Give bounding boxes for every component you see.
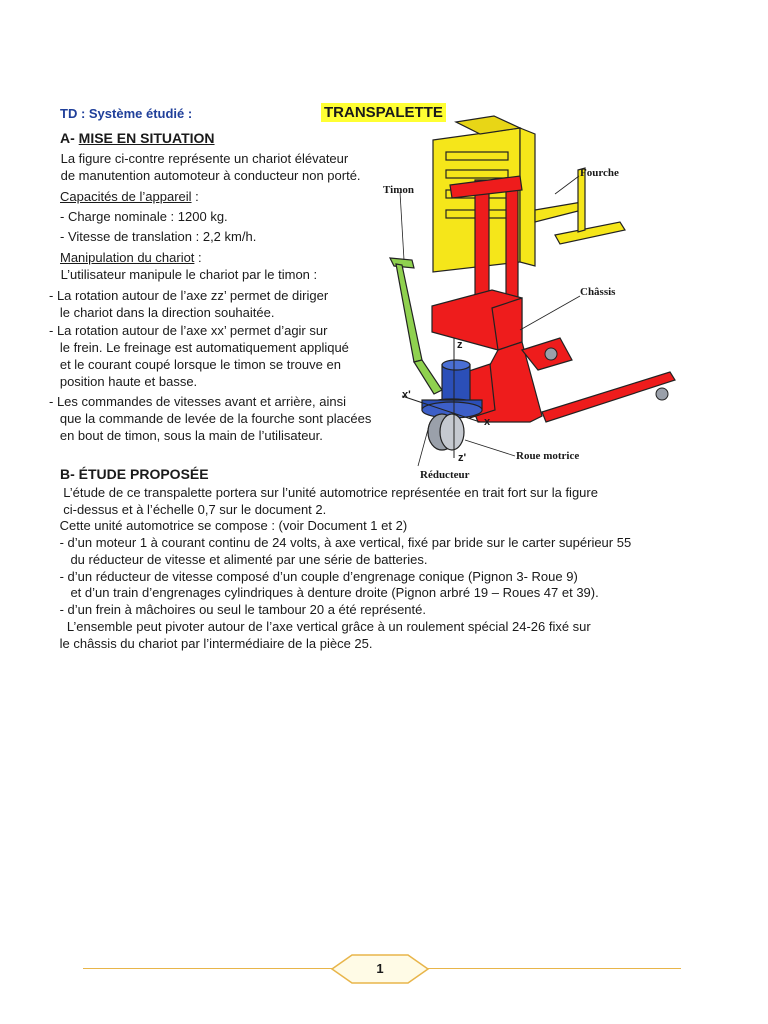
manip-line: que la commande de levée de la fourche s… <box>49 411 372 426</box>
manip-line: le frein. Le freinage est automatiquemen… <box>49 340 349 355</box>
manip-line: - Les commandes de vitesses avant et arr… <box>49 394 346 409</box>
capacites-suffix: : <box>191 189 199 204</box>
section-b-heading: B- ÉTUDE PROPOSÉE <box>60 466 209 482</box>
manip-line: et le courant coupé lorsque le timon se … <box>49 357 341 372</box>
page-title: TRANSPALETTE <box>321 103 446 122</box>
manip-heading: Manipulation du chariot : <box>60 249 202 266</box>
td-label: TD : Système étudié : <box>60 106 193 121</box>
manip-suffix: : <box>194 250 202 265</box>
capacite-vitesse: - Vitesse de translation : 2,2 km/h. <box>60 229 257 244</box>
section-b-line: du réducteur de vitesse et alimenté par … <box>56 552 428 567</box>
label-chassis: Châssis <box>580 286 616 298</box>
section-b-line: - d’un moteur 1 à courant continu de 24 … <box>56 535 632 550</box>
roue-motrice <box>427 413 465 451</box>
label-fourche: Fourche <box>580 167 619 179</box>
diamond-icon <box>330 954 430 984</box>
label-axis-x: x <box>484 416 491 428</box>
label-axis-z: z <box>457 339 463 351</box>
rear-wheel-2 <box>655 387 669 401</box>
label-timon: Timon <box>383 184 414 196</box>
section-b-line: ci-dessus et à l’échelle 0,7 sur le docu… <box>56 502 327 517</box>
page-number: 1 <box>376 961 384 976</box>
capacites-title: Capacités de l’appareil <box>60 189 192 204</box>
label-axis-z-prime: z' <box>458 452 467 464</box>
axis-x <box>401 395 481 423</box>
manip-line: position haute et basse. <box>49 374 198 389</box>
label-roue-motrice: Roue motrice <box>516 450 580 462</box>
chassis <box>431 175 676 423</box>
manip-title: Manipulation du chariot <box>60 250 195 265</box>
leader-chassis <box>519 295 581 331</box>
manip-line: en bout de timon, sous la main de l’util… <box>49 428 323 443</box>
leader-reducteur <box>417 421 431 467</box>
manip-line: - La rotation autour de l’axe xx’ permet… <box>49 323 328 338</box>
leader-fourche <box>554 175 580 195</box>
capacite-charge: - Charge nominale : 1200 kg. <box>60 209 228 224</box>
section-b-line: Cette unité automotrice se compose : (vo… <box>56 518 408 533</box>
intro-line-2: de manutention automoteur à conducteur n… <box>57 168 361 183</box>
manip-line: L’utilisateur manipule le chariot par le… <box>57 267 318 282</box>
page-number-badge: 1 <box>330 953 430 985</box>
section-b-line: et d’un train d’engrenages cylindriques … <box>56 585 599 600</box>
leader-timon <box>399 191 405 261</box>
section-b-line: - d’un frein à mâchoires ou seul le tamb… <box>56 602 426 617</box>
section-a-title: MISE EN SITUATION <box>78 130 215 146</box>
section-b-line: L’ensemble peut pivoter autour de l’axe … <box>56 619 591 634</box>
section-a-prefix: A- <box>60 130 79 146</box>
rear-wheel-1 <box>544 347 558 361</box>
section-b-line: le châssis du chariot par l’intermédiair… <box>56 636 373 651</box>
transpalette-figure <box>388 115 676 467</box>
capacites-heading: Capacités de l’appareil : <box>60 188 199 205</box>
timon <box>388 257 443 395</box>
manip-line: - La rotation autour de l’axe zz’ permet… <box>49 288 329 303</box>
section-b-line: - d’un réducteur de vitesse composé d’un… <box>56 569 578 584</box>
section-a-heading: A- MISE EN SITUATION <box>60 130 215 146</box>
leader-roue <box>464 439 516 457</box>
moteur <box>421 359 483 419</box>
intro-line-1: La figure ci-contre représente un chario… <box>57 151 349 166</box>
label-axis-x-prime: x' <box>402 389 411 401</box>
label-reducteur: Réducteur <box>420 469 470 481</box>
section-b-line: L’étude de ce transpalette portera sur l… <box>56 485 598 500</box>
manip-line: le chariot dans la direction souhaitée. <box>49 305 275 320</box>
